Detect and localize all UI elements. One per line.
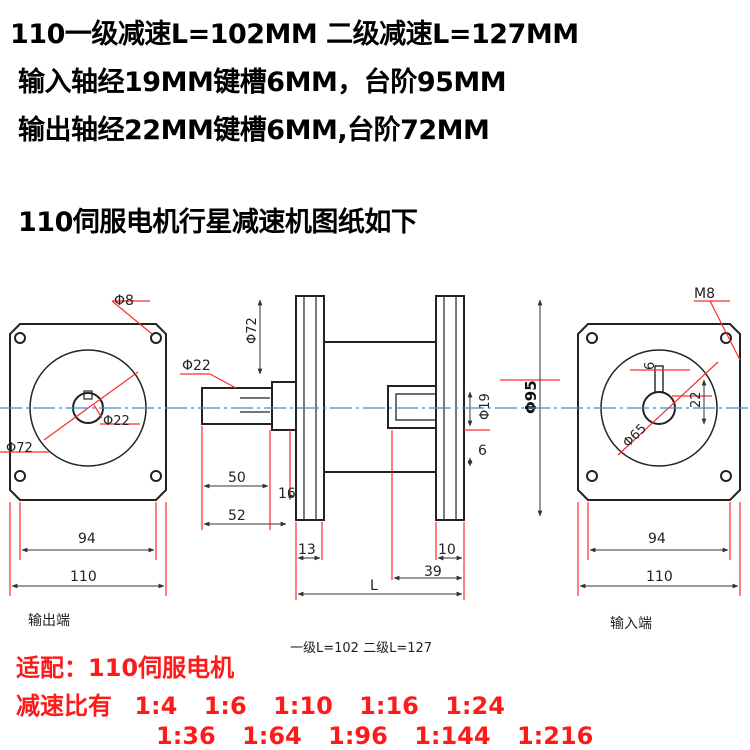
left-keyway [83, 390, 93, 400]
side-dim-52: 52 [228, 508, 246, 524]
side-length-note: 一级L=102 二级L=127 [290, 641, 432, 656]
spec-line-1: 110一级减速L=102MM 二级减速L=127MM [10, 19, 579, 50]
side-shaft-label: Φ22 [182, 358, 211, 374]
right-mount-hole-bl [586, 470, 598, 482]
right-depth-label: 22 [689, 391, 704, 408]
spec-line-3: 输出轴经22MM键槽6MM,台阶72MM [18, 115, 490, 146]
right-pcd-label: Φ65 [620, 421, 650, 451]
ratios-row-2: 1:36 1:64 1:96 1:144 1:216 [156, 722, 611, 750]
right-flange-outline [577, 323, 741, 501]
right-end-view [577, 323, 741, 501]
side-dim-39: 39 [424, 564, 442, 580]
spec-line-2: 输入轴经19MM键槽6MM，台阶95MM [18, 67, 507, 98]
left-end-view [9, 323, 167, 501]
side-dim-16: 16 [278, 486, 296, 502]
ratio-prefix: 减速比有 [16, 692, 112, 720]
shaft-step [271, 381, 297, 431]
side-flange-label: Φ95 [522, 380, 540, 414]
side-view [201, 295, 465, 521]
left-caption: 输出端 [28, 613, 70, 629]
ratios-row-1: 减速比有 1:4 1:6 1:10 1:16 1:24 [16, 686, 523, 721]
left-mount-hole-tr [150, 332, 162, 344]
side-dim-50: 50 [228, 470, 246, 486]
input-flange [435, 295, 465, 521]
output-shaft [201, 387, 273, 425]
ratio-item: 1:36 [156, 722, 216, 750]
ratio-item: 1:144 [414, 722, 491, 750]
ratio-item: 1:6 [203, 692, 247, 720]
side-dim-13: 13 [298, 542, 316, 558]
right-thread-label: M8 [694, 286, 715, 302]
drawing-subtitle: 110伺服电机行星减速机图纸如下 [18, 207, 418, 238]
left-bore-label: Φ22 [103, 414, 130, 429]
ratio-item: 1:64 [242, 722, 302, 750]
right-key-label: 6 [643, 362, 658, 370]
side-dim-10: 10 [438, 542, 456, 558]
left-flange-outline [9, 323, 167, 501]
ratio-item: 1:24 [445, 692, 505, 720]
left-outer-width: 110 [70, 569, 97, 585]
side-dim-6: 6 [478, 443, 487, 459]
ratio-item: 1:4 [134, 692, 178, 720]
adapter-note: 适配：110伺服电机 [16, 654, 235, 682]
left-hole-label: Φ8 [114, 293, 134, 309]
left-inner-width: 94 [78, 531, 96, 547]
ratio-item: 1:16 [359, 692, 419, 720]
left-circle-label: Φ72 [6, 441, 33, 456]
right-inner-width: 94 [648, 531, 666, 547]
output-flange [295, 295, 325, 521]
left-mount-hole-tl [14, 332, 26, 344]
right-outer-width: 110 [646, 569, 673, 585]
input-bore [387, 385, 437, 429]
left-mount-hole-br [150, 470, 162, 482]
side-dim-L: L [370, 578, 378, 594]
ratio-item: 1:216 [516, 722, 594, 750]
ratio-item: 1:10 [273, 692, 333, 720]
right-mount-hole-br [720, 470, 732, 482]
ratio-item: 1:96 [328, 722, 388, 750]
right-mount-hole-tr [720, 332, 732, 344]
gearbox-body [323, 341, 437, 473]
right-keyway [654, 365, 664, 393]
left-mount-hole-bl [14, 470, 26, 482]
side-bore-label: Φ19 [478, 393, 493, 420]
right-caption: 输入端 [610, 616, 652, 632]
side-step-label: Φ72 [245, 317, 260, 344]
right-mount-hole-tl [586, 332, 598, 344]
